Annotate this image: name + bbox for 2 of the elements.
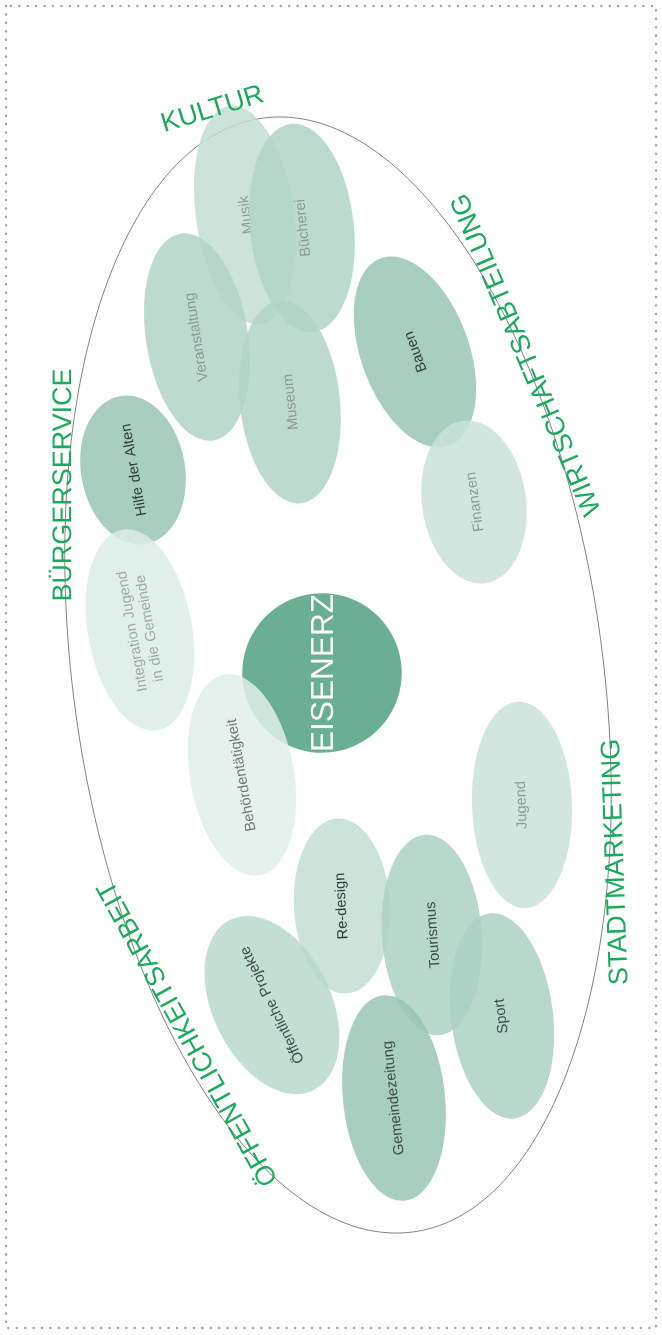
category-label: BÜRGERSERVICE (48, 369, 72, 600)
category-label: STADTMARKETING (600, 740, 628, 984)
